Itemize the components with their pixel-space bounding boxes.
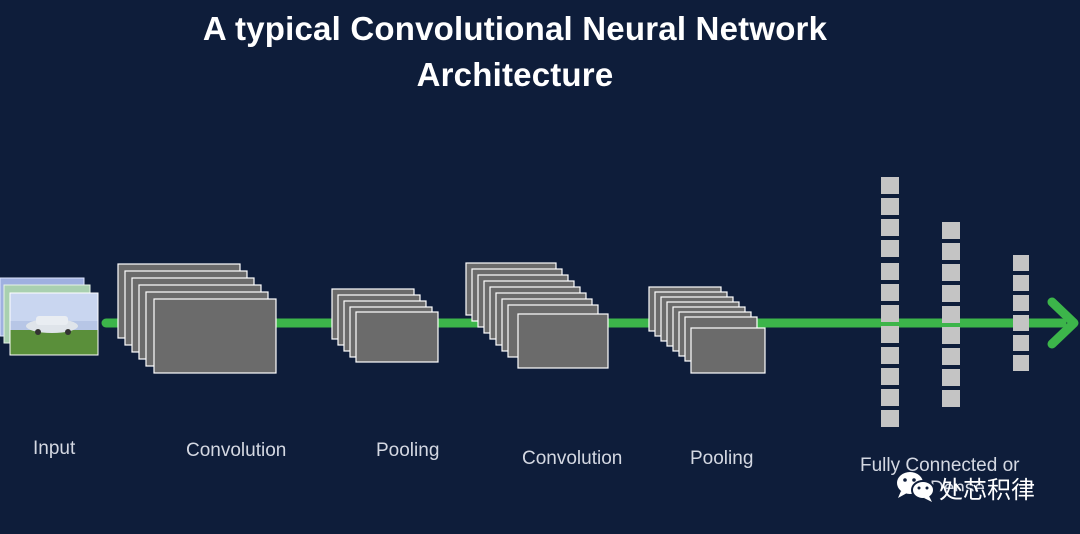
neuron (942, 222, 960, 239)
neuron (942, 243, 960, 260)
conv1-feature-maps (117, 263, 277, 374)
neuron (942, 264, 960, 281)
neuron (881, 305, 899, 322)
pool2-feature-maps (648, 286, 766, 374)
neuron (942, 285, 960, 302)
input-car-photo (9, 292, 99, 356)
neuron (881, 219, 899, 236)
neuron (1013, 355, 1029, 371)
label-convolution-2: Convolution (522, 448, 623, 469)
label-convolution-1: Convolution (186, 440, 287, 461)
input-images (0, 277, 99, 356)
neuron (881, 347, 899, 364)
neuron (1013, 275, 1029, 291)
title-line-2: Architecture (416, 56, 614, 93)
diagram-title: A typical Convolutional Neural Network A… (110, 6, 920, 98)
feature-map (690, 327, 766, 374)
neuron (881, 326, 899, 343)
neuron (942, 327, 960, 344)
neuron (942, 348, 960, 365)
neuron (881, 389, 899, 406)
neuron (1013, 335, 1029, 351)
label-input: Input (33, 438, 76, 459)
label-dense: Dense (930, 478, 985, 499)
watermark: 处芯积律 (893, 466, 1063, 506)
neuron (1013, 315, 1029, 331)
title-line-1: A typical Convolutional Neural Network (202, 10, 828, 47)
fc-layer-3-neurons (1013, 255, 1029, 371)
pool1-feature-maps (331, 288, 439, 363)
fc-layer-1-neurons (881, 177, 899, 427)
neuron (1013, 295, 1029, 311)
neuron (881, 263, 899, 280)
label-fully-connected: Fully Connected or (860, 455, 1020, 476)
chat-bubbles-icon (897, 472, 935, 502)
feature-map (517, 313, 609, 369)
neuron (881, 177, 899, 194)
conv2-feature-maps (465, 262, 609, 369)
feature-map (153, 298, 277, 374)
neuron (942, 306, 960, 323)
label-pooling-2: Pooling (690, 448, 754, 469)
neuron (942, 369, 960, 386)
neuron (881, 284, 899, 301)
neuron (881, 410, 899, 427)
label-pooling-1: Pooling (376, 440, 440, 461)
feature-map (355, 311, 439, 363)
neuron (942, 390, 960, 407)
watermark-text: 处芯积律 (939, 476, 1035, 504)
neuron (881, 240, 899, 257)
neuron (881, 368, 899, 385)
neuron (881, 198, 899, 215)
fc-layer-2-neurons (942, 222, 960, 407)
neuron (1013, 255, 1029, 271)
